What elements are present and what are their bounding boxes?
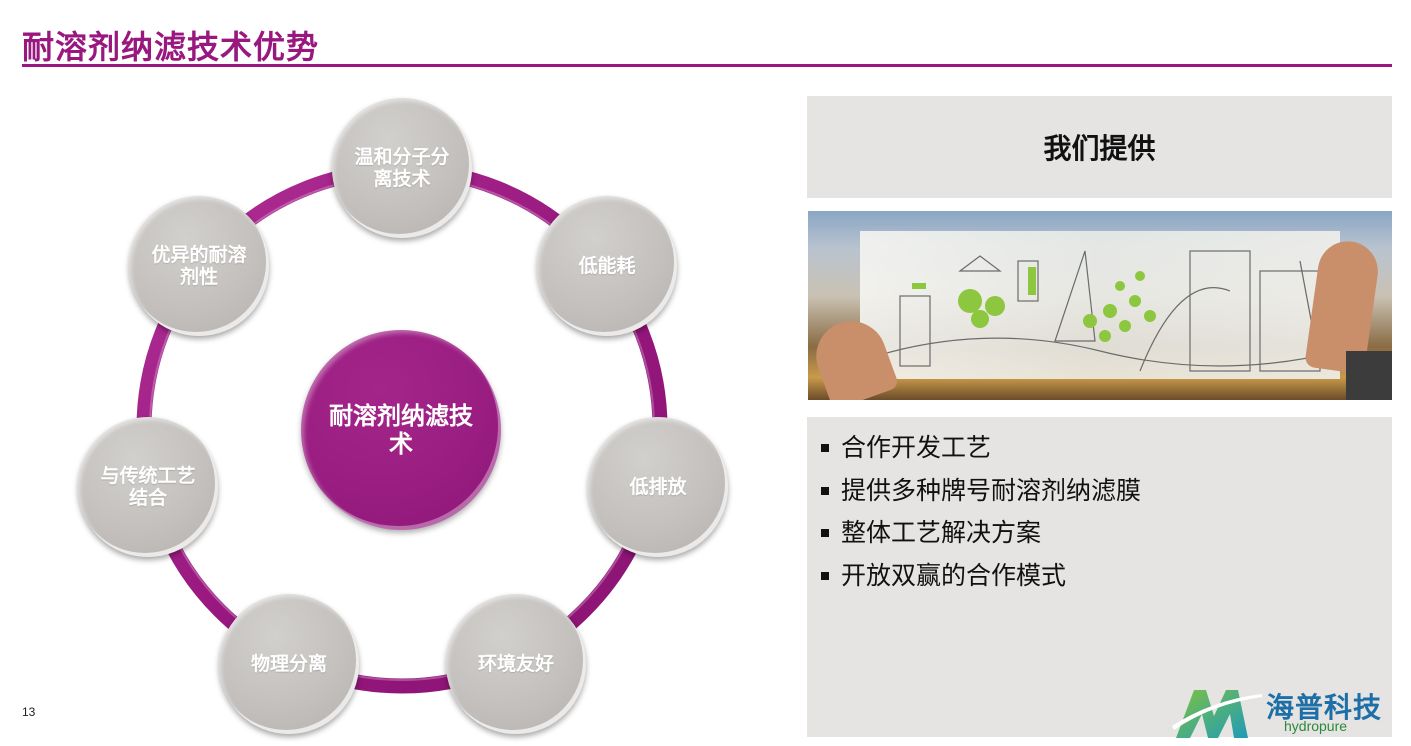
offer-header-label: 我们提供 (1043, 132, 1156, 165)
node-label: 优异的耐溶剂性 (151, 244, 247, 288)
node-label: 低排放 (629, 476, 687, 498)
node-label: 低能耗 (578, 255, 636, 277)
node-label: 与传统工艺结合 (100, 465, 196, 509)
sketch-drawing (860, 250, 1340, 372)
logo-m-icon (1172, 690, 1262, 738)
advantages-diagram: 耐溶剂纳滤技术 温和分子分离技术 低能耗 低排放 环境友好 物理分离 与传统工艺… (78, 98, 728, 734)
offer-item: 合作开发工艺 (821, 427, 1392, 470)
node-mild-separation: 温和分子分离技术 (332, 98, 472, 238)
bullet-icon (821, 529, 829, 538)
node-low-emission: 低排放 (588, 417, 728, 557)
logo-english-name: hydropure (1284, 718, 1348, 734)
offer-item-text: 开放双赢的合作模式 (841, 560, 1067, 590)
offer-item-text: 整体工艺解决方案 (841, 518, 1042, 547)
page-number: 13 (22, 705, 36, 719)
node-eco-friendly: 环境友好 (446, 594, 586, 734)
node-low-energy: 低能耗 (537, 196, 677, 336)
logo-chinese-name: 海普科技 (1266, 691, 1383, 724)
bullet-icon (821, 571, 829, 580)
industry-sketch-photo (808, 211, 1392, 400)
sleeve (1346, 351, 1392, 400)
title-underline (22, 64, 1392, 67)
offer-list-panel: 合作开发工艺 提供多种牌号耐溶剂纳滤膜 整体工艺解决方案 开放双赢的合作模式 (807, 417, 1392, 737)
node-solvent-resistance: 优异的耐溶剂性 (129, 196, 269, 336)
offer-item: 整体工艺解决方案 (821, 512, 1392, 555)
node-physical-separation: 物理分离 (219, 594, 359, 734)
bullet-icon (821, 444, 829, 453)
bullet-icon (821, 486, 829, 495)
company-logo: 海普科技 hydropure (1172, 682, 1392, 738)
node-traditional-process: 与传统工艺结合 (78, 417, 218, 557)
offer-item: 提供多种牌号耐溶剂纳滤膜 (821, 470, 1392, 513)
offer-item: 开放双赢的合作模式 (821, 555, 1392, 598)
center-node-label: 耐溶剂纳滤技术 (329, 402, 473, 458)
node-label: 物理分离 (250, 653, 327, 675)
offer-item-text: 合作开发工艺 (841, 433, 992, 462)
slide-title: 耐溶剂纳滤技术优势 (22, 28, 320, 66)
offer-list: 合作开发工艺 提供多种牌号耐溶剂纳滤膜 整体工艺解决方案 开放双赢的合作模式 (807, 417, 1392, 597)
center-node: 耐溶剂纳滤技术 (301, 330, 501, 530)
node-label: 环境友好 (477, 653, 554, 675)
offer-header: 我们提供 (807, 96, 1392, 198)
offer-item-text: 提供多种牌号耐溶剂纳滤膜 (841, 475, 1142, 505)
node-label: 温和分子分离技术 (354, 146, 450, 190)
